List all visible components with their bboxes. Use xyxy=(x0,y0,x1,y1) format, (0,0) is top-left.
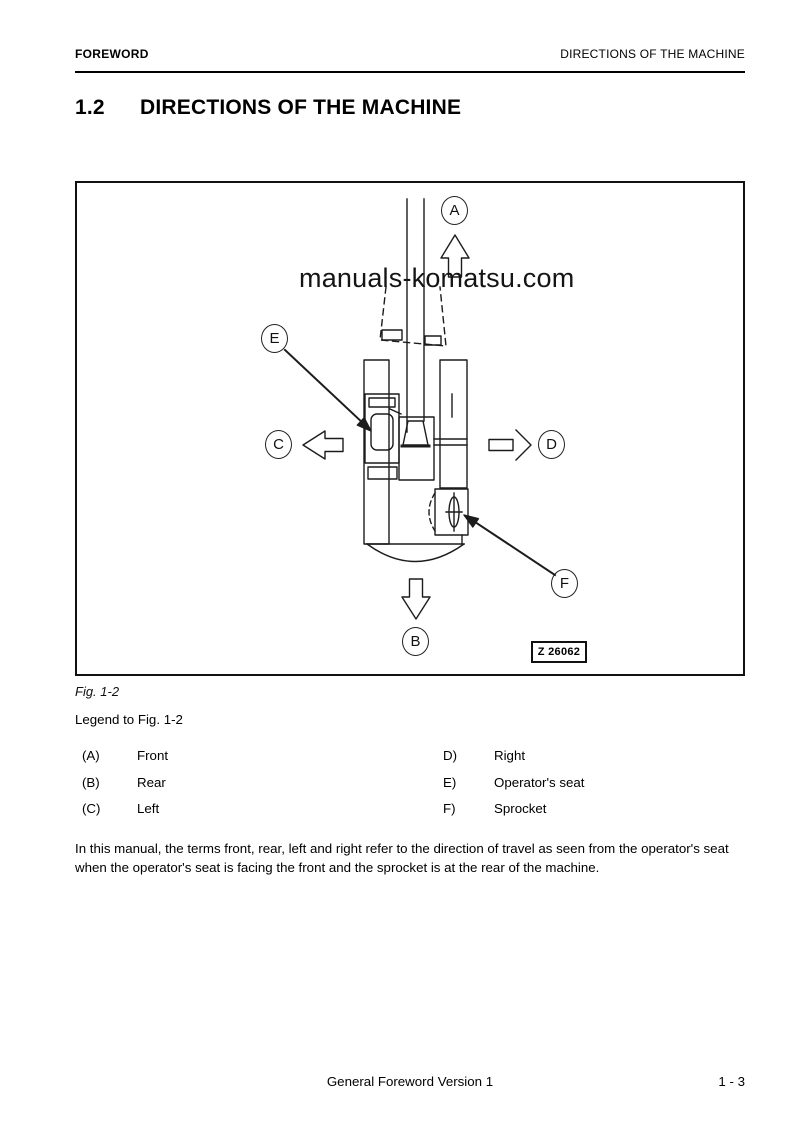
footer-page-number: 1 - 3 xyxy=(718,1074,745,1089)
machine-direction-diagram xyxy=(283,198,557,620)
right-arrow-chevron xyxy=(515,429,532,461)
body-paragraph: In this manual, the terms front, rear, l… xyxy=(75,841,729,876)
page-title: 1.2 DIRECTIONS OF THE MACHINE xyxy=(75,96,461,120)
rear-arrow xyxy=(401,578,431,620)
operator-seat-shape xyxy=(370,413,394,451)
legend-row: (A) Front D) Right xyxy=(75,748,745,775)
boom-foot xyxy=(402,420,429,446)
cab-windshield xyxy=(368,397,396,408)
right-arrow-shaft xyxy=(488,438,514,452)
label-f: F xyxy=(551,569,578,598)
legend-key: F) xyxy=(443,801,456,816)
cab-detail-line xyxy=(389,408,402,415)
legend-value: Sprocket xyxy=(494,801,547,816)
legend-row: (B) Rear E) Operator's seat xyxy=(75,775,745,802)
left-arrow xyxy=(302,430,344,460)
header-section-title: FOREWORD xyxy=(75,47,149,61)
label-a: A xyxy=(441,196,468,225)
label-d: D xyxy=(538,430,565,459)
legend-value: Operator's seat xyxy=(494,774,585,790)
figure-caption: Fig. 1-2 xyxy=(75,684,120,699)
label-b: B xyxy=(402,627,429,656)
legend-heading: Legend to Fig. 1-2 xyxy=(75,712,183,727)
sprocket-housing-arc xyxy=(428,492,436,532)
boom-mount xyxy=(398,416,435,481)
legend-value: Rear xyxy=(137,774,166,790)
sprocket-housing xyxy=(434,488,469,536)
legend-value: Right xyxy=(494,748,526,763)
legend-row: (C) Left F) Sprocket xyxy=(75,801,745,828)
right-track xyxy=(439,359,468,489)
footer-version: General Foreword Version 1 xyxy=(326,1074,494,1089)
drawing-number-box: Z 26062 xyxy=(531,641,587,663)
header-chapter-title: DIRECTIONS OF THE MACHINE xyxy=(560,47,745,61)
page-header: FOREWORD DIRECTIONS OF THE MACHINE xyxy=(75,47,745,61)
leader-arrowhead-e xyxy=(356,417,372,432)
legend-value: Left xyxy=(137,801,160,816)
figure-1-2: manuals-komatsu.com A B C D E F Z 26062 xyxy=(75,181,745,676)
legend-table: (A) Front D) Right (B) Rear E) Operator'… xyxy=(75,748,745,828)
label-e: E xyxy=(261,324,288,353)
leader-line-f xyxy=(467,516,557,577)
section-title-text: DIRECTIONS OF THE MACHINE xyxy=(140,96,462,119)
legend-key: (A) xyxy=(82,748,100,763)
header-divider xyxy=(75,71,745,73)
counterweight-arc xyxy=(366,543,465,563)
legend-value: Front xyxy=(137,748,169,763)
arm-link-right xyxy=(424,335,442,346)
hidden-bucket-outline xyxy=(379,286,447,347)
section-number: 1.2 xyxy=(75,96,105,119)
leader-arrowhead-f xyxy=(463,514,480,528)
left-track xyxy=(363,359,390,545)
arm-link-left xyxy=(381,329,403,341)
legend-key: (B) xyxy=(82,774,100,790)
leader-line-e xyxy=(283,348,367,427)
front-arrow xyxy=(440,234,470,278)
watermark: manuals-komatsu.com xyxy=(299,263,575,293)
legend-key: E) xyxy=(443,774,457,790)
legend-key: (C) xyxy=(82,801,101,816)
label-c: C xyxy=(265,430,292,459)
legend-key: D) xyxy=(443,748,458,763)
left-console xyxy=(367,466,398,480)
